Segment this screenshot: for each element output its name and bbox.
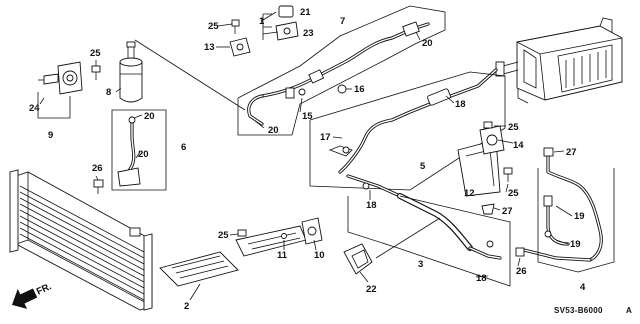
callout-10: 10	[314, 250, 325, 261]
bracket-9-24	[38, 61, 83, 95]
callout-6: 6	[181, 142, 186, 153]
callout-15: 15	[302, 111, 313, 122]
callout-14: 14	[513, 140, 524, 151]
callout-19-b: 19	[570, 239, 581, 250]
callout-27-a: 27	[502, 206, 513, 217]
callout-18-c: 18	[476, 273, 487, 284]
diagram-code-suffix: A	[626, 306, 632, 315]
callout-25-a: 25	[208, 21, 219, 32]
callout-18-b: 18	[366, 200, 377, 211]
clamp-14	[479, 125, 505, 155]
callout-7: 7	[340, 16, 345, 27]
callout-2: 2	[184, 301, 189, 312]
callout-26-a: 26	[92, 163, 103, 174]
diagram-code: SV53-B6000	[554, 306, 603, 315]
callout-12: 12	[464, 188, 475, 199]
callout-17: 17	[320, 132, 331, 143]
callout-21: 21	[300, 7, 311, 18]
bolt-25-right	[483, 121, 493, 129]
hose-3	[346, 174, 502, 260]
callout-19-a: 19	[574, 211, 585, 222]
bolt-25-low	[503, 167, 513, 182]
group-outline-5	[309, 71, 506, 191]
leader-drier-pipe	[134, 39, 246, 111]
callout-16: 16	[354, 84, 365, 95]
receiver-pipe-6	[117, 116, 141, 187]
bolt-26-right	[515, 247, 525, 257]
condenser	[9, 169, 153, 311]
callout-13: 13	[204, 42, 215, 53]
callout-11: 11	[277, 250, 288, 261]
leader-hose-clip	[375, 217, 441, 259]
clamp-22	[343, 243, 373, 275]
discharge-pipe-5	[328, 68, 498, 174]
front-direction-label: FR.	[35, 281, 54, 297]
suction-pipe-7	[247, 21, 430, 126]
group-outline-9	[37, 92, 71, 119]
bolt-25-top	[231, 19, 240, 34]
bolt-26-left	[93, 179, 104, 194]
label-plate-2	[159, 251, 239, 287]
callout-25-e: 25	[508, 188, 519, 199]
callout-26-b: 26	[516, 266, 527, 277]
callout-1: 1	[259, 16, 265, 27]
callout-27-b: 27	[566, 147, 577, 158]
callout-labels: 1 2 3 4 5 6 7 8 9 10 11 12 13 14 15 16 1…	[29, 7, 586, 312]
clip-13	[229, 37, 251, 57]
bolt-25-left	[91, 65, 101, 80]
callout-20-a: 20	[422, 38, 433, 49]
callout-23: 23	[303, 28, 314, 39]
group-outline-4	[537, 168, 615, 273]
bracket-11	[235, 225, 307, 257]
clamp-bracket-21-23	[262, 5, 299, 41]
group-outline-3	[347, 195, 511, 287]
callout-25-c: 25	[218, 230, 229, 241]
evaporator-unit	[495, 17, 623, 104]
clamp-10	[301, 217, 323, 245]
bolt-25-mid	[237, 229, 247, 237]
callout-9: 9	[48, 130, 53, 141]
front-direction-arrow	[11, 288, 38, 309]
callout-5: 5	[420, 161, 426, 172]
clip-27-mid	[481, 203, 495, 215]
group-outline-6	[111, 109, 167, 191]
group-outline-7	[237, 5, 446, 136]
callout-8: 8	[106, 87, 111, 98]
callout-18-a: 18	[455, 99, 466, 110]
callout-25-d: 25	[508, 122, 519, 133]
callout-20-c: 20	[138, 149, 149, 160]
hose-assembly-4	[522, 147, 603, 262]
receiver-drier-8	[119, 41, 143, 103]
callout-4: 4	[580, 282, 586, 293]
callout-25-b: 25	[90, 48, 101, 59]
callout-24: 24	[29, 103, 40, 114]
callout-20-d: 20	[268, 125, 279, 136]
callout-22: 22	[366, 284, 377, 295]
callout-3: 3	[418, 259, 423, 270]
callout-20-b: 20	[144, 111, 155, 122]
callout-leaders	[39, 11, 573, 301]
